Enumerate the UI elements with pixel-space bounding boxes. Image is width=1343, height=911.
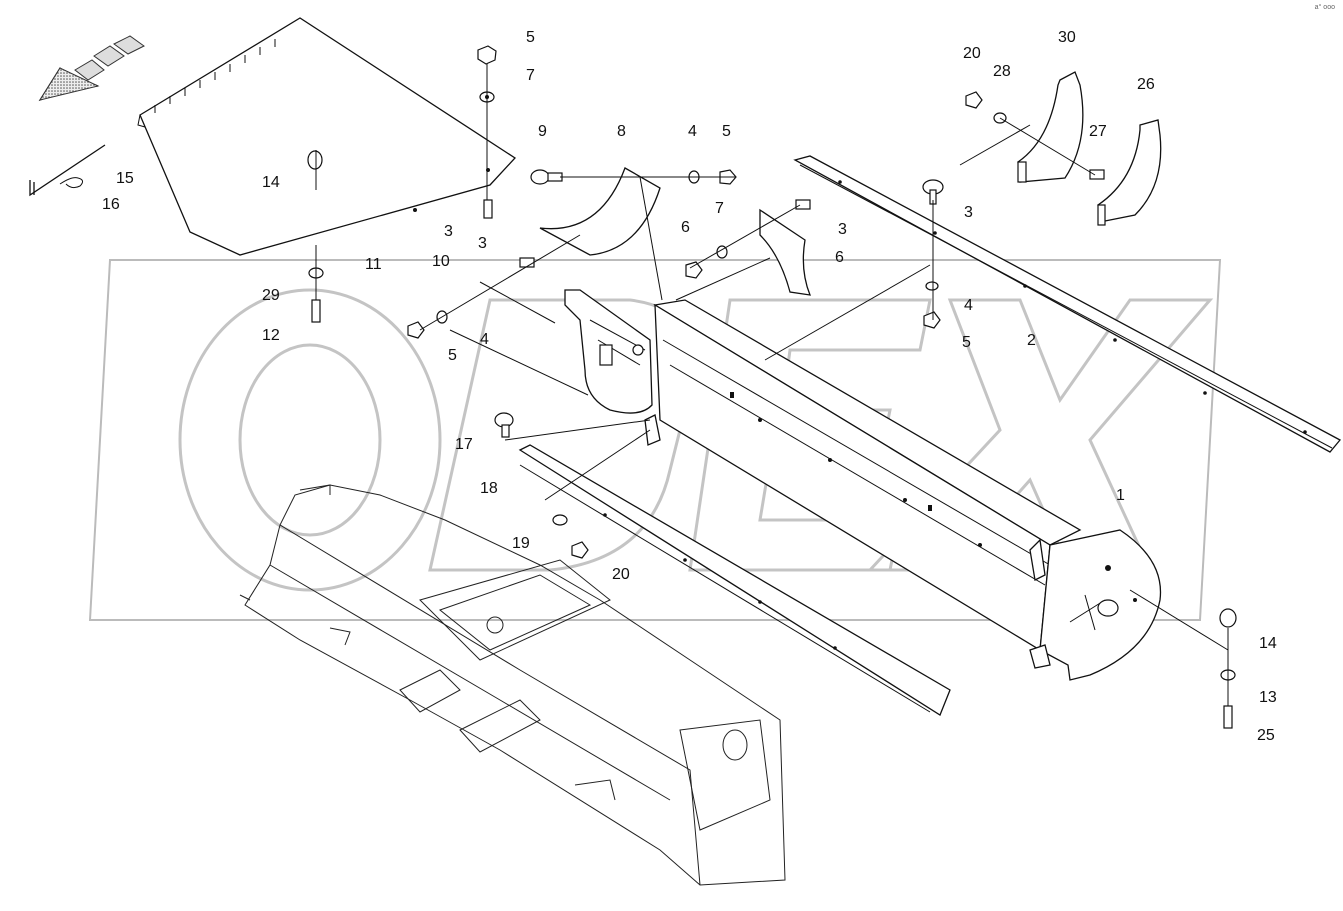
- callout-11[interactable]: 11: [365, 256, 382, 273]
- callout-14[interactable]: 14: [262, 174, 280, 191]
- callout-20[interactable]: 20: [612, 566, 630, 583]
- callout-16[interactable]: 16: [102, 196, 120, 213]
- corner-mark: a° ooo: [1314, 4, 1335, 11]
- callout-26[interactable]: 26: [1137, 76, 1155, 93]
- cover-plate: [137, 17, 517, 256]
- callout-7[interactable]: 7: [526, 67, 535, 84]
- callout-8[interactable]: 8: [617, 123, 626, 140]
- bracket-assembly: [564, 289, 653, 414]
- callout-7[interactable]: 7: [715, 200, 724, 217]
- callout-2[interactable]: 2: [1027, 332, 1036, 349]
- callout-3[interactable]: 3: [838, 221, 847, 238]
- callout-15[interactable]: 15: [116, 170, 134, 187]
- callout-6[interactable]: 6: [835, 249, 844, 266]
- callout-3[interactable]: 3: [964, 204, 973, 221]
- callout-29[interactable]: 29: [262, 287, 280, 304]
- main-frame-beam: [644, 299, 1162, 681]
- callout-27[interactable]: 27: [1089, 123, 1107, 140]
- callout-13[interactable]: 13: [1259, 689, 1277, 706]
- lower-angle-strip: [518, 444, 951, 716]
- callout-1[interactable]: 1: [1116, 487, 1125, 504]
- callout-5[interactable]: 5: [722, 123, 731, 140]
- callout-5[interactable]: 5: [526, 29, 535, 46]
- callout-12[interactable]: 12: [262, 327, 280, 344]
- callout-9[interactable]: 9: [538, 123, 547, 140]
- rod-pin: [29, 144, 106, 197]
- assembly-lines: [315, 64, 1229, 706]
- background-assembly-outline: [239, 484, 786, 886]
- callout-19[interactable]: 19: [512, 535, 530, 552]
- callout-17[interactable]: 17: [455, 436, 473, 453]
- direction-arrow-icon: [38, 35, 145, 102]
- callout-25[interactable]: 25: [1257, 727, 1275, 744]
- blade-bracket: [759, 208, 812, 296]
- callout-14[interactable]: 14: [1259, 635, 1277, 652]
- callout-28[interactable]: 28: [993, 63, 1011, 80]
- side-plate-26: [1097, 119, 1162, 226]
- side-plate-30: [1017, 71, 1084, 183]
- angle-strip: [793, 155, 1342, 453]
- callout-3[interactable]: 3: [478, 235, 487, 252]
- callout-5[interactable]: 5: [962, 334, 971, 351]
- callout-10[interactable]: 10: [432, 253, 450, 270]
- callout-4[interactable]: 4: [480, 331, 489, 348]
- curved-plate: [539, 167, 661, 256]
- callout-18[interactable]: 18: [480, 480, 498, 497]
- callout-5[interactable]: 5: [448, 347, 457, 364]
- callout-5[interactable]: 6: [681, 219, 690, 236]
- callout-20[interactable]: 20: [963, 45, 981, 62]
- callout-4[interactable]: 4: [964, 297, 973, 314]
- callout-4[interactable]: 4: [688, 123, 697, 140]
- callout-30[interactable]: 30: [1058, 29, 1076, 46]
- callout-3[interactable]: 3: [444, 223, 453, 240]
